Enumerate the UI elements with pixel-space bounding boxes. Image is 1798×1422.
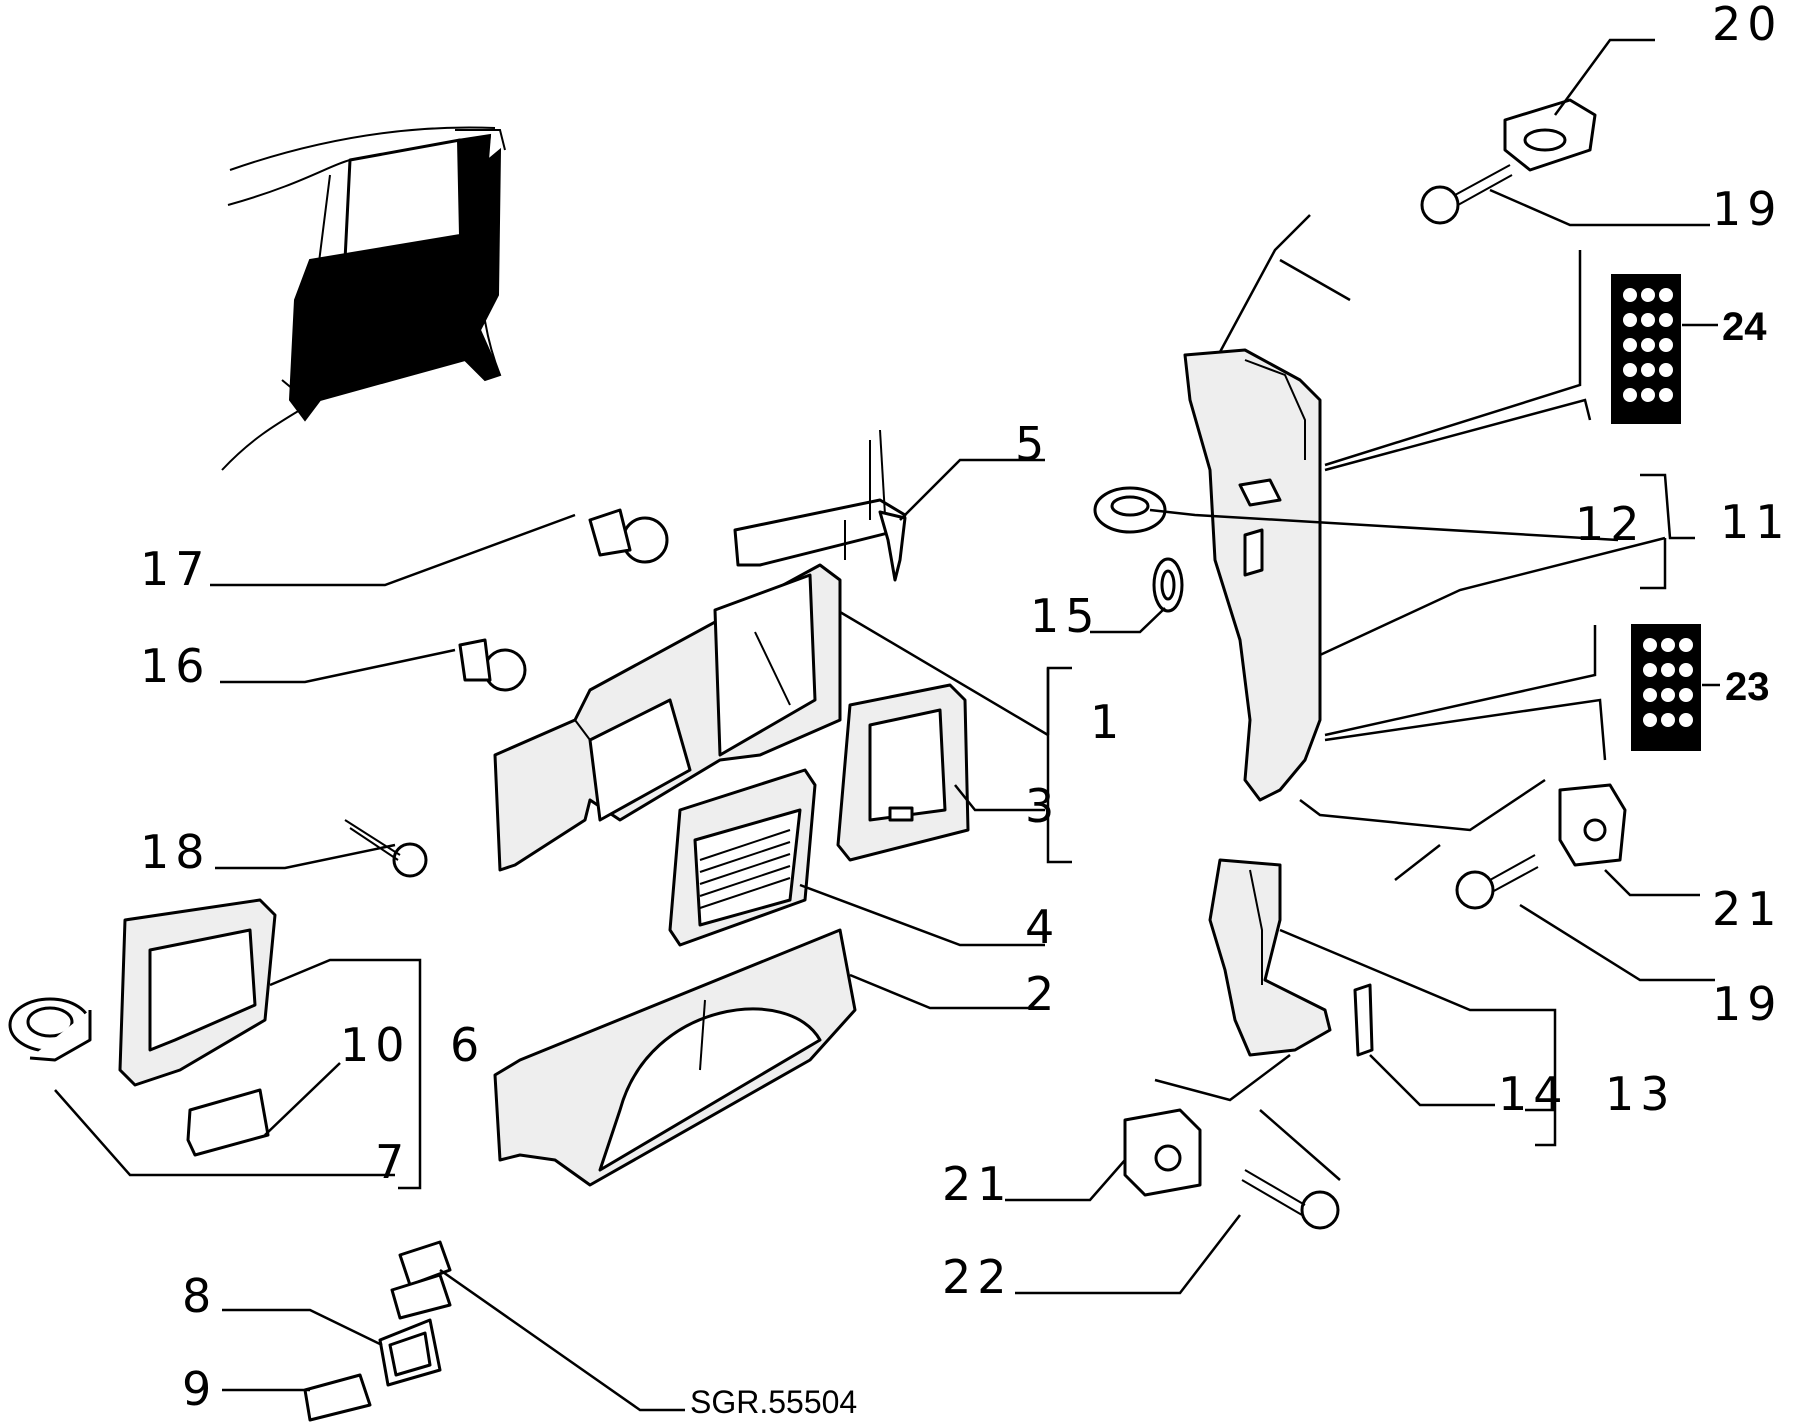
part-15-ring bbox=[1152, 557, 1184, 613]
pad-24-icon bbox=[1611, 274, 1681, 424]
label-18: 18 bbox=[140, 825, 211, 879]
label-1: 1 bbox=[1090, 695, 1125, 749]
label-16: 16 bbox=[140, 639, 211, 693]
part-11-pillar bbox=[1183, 348, 1322, 802]
part-8-bezel bbox=[378, 1318, 442, 1387]
label-5: 5 bbox=[1015, 417, 1050, 471]
label-19-top: 19 bbox=[1712, 182, 1783, 236]
clip-21b-icon bbox=[1123, 1108, 1202, 1197]
screw-19b-icon bbox=[1455, 854, 1539, 910]
label-4: 4 bbox=[1025, 900, 1060, 954]
label-8: 8 bbox=[182, 1269, 217, 1323]
part-2-lower-panel bbox=[493, 928, 857, 1187]
drawing-code: SGR.55504 bbox=[690, 1384, 857, 1420]
label-21-right: 21 bbox=[1712, 882, 1783, 936]
label-6: 6 bbox=[450, 1018, 485, 1072]
part-13-trim bbox=[1208, 858, 1332, 1057]
clip-20-icon bbox=[1503, 98, 1597, 172]
screw-19a-icon bbox=[1420, 164, 1513, 225]
switch-block-icon bbox=[390, 1240, 452, 1320]
label-10: 10 bbox=[340, 1018, 411, 1072]
label-20: 20 bbox=[1712, 0, 1783, 51]
clip-16-icon bbox=[458, 638, 527, 692]
label-7: 7 bbox=[375, 1135, 410, 1189]
part-5-rail bbox=[733, 429, 907, 582]
label-21-bottom: 21 bbox=[942, 1157, 1013, 1211]
clip-21a-icon bbox=[1558, 783, 1627, 867]
part-6-recess bbox=[118, 898, 277, 1087]
label-17: 17 bbox=[140, 542, 211, 596]
callout-labels: 1 2 3 4 5 6 7 8 9 10 11 12 13 14 15 16 1… bbox=[140, 0, 1791, 1420]
part-9-cover bbox=[303, 1373, 372, 1422]
leader-lines bbox=[54, 38, 1720, 1412]
label-12: 12 bbox=[1575, 497, 1646, 551]
part-4-grille bbox=[668, 768, 817, 947]
label-24: 24 bbox=[1722, 305, 1767, 349]
label-19-bottom: 19 bbox=[1712, 977, 1783, 1031]
clip-17-icon bbox=[588, 508, 669, 564]
screw-22-icon bbox=[1241, 1169, 1340, 1230]
part-7-holder bbox=[8, 997, 92, 1062]
part-12-grommet bbox=[1093, 486, 1167, 534]
part-14-tab bbox=[1353, 983, 1374, 1057]
label-11: 11 bbox=[1720, 495, 1791, 549]
label-13: 13 bbox=[1605, 1067, 1676, 1121]
screw-18-icon bbox=[344, 819, 428, 878]
label-14: 14 bbox=[1498, 1067, 1569, 1121]
label-22: 22 bbox=[942, 1250, 1013, 1304]
part-10-cap bbox=[186, 1088, 270, 1157]
label-9: 9 bbox=[182, 1362, 217, 1416]
pad-23-icon bbox=[1631, 624, 1701, 751]
label-15: 15 bbox=[1030, 589, 1101, 643]
label-2: 2 bbox=[1025, 967, 1060, 1021]
label-23: 23 bbox=[1725, 665, 1770, 709]
part-3-frame bbox=[836, 683, 970, 862]
label-3: 3 bbox=[1025, 779, 1060, 833]
vehicle-outline bbox=[221, 126, 506, 471]
part-1-panel bbox=[493, 563, 842, 872]
